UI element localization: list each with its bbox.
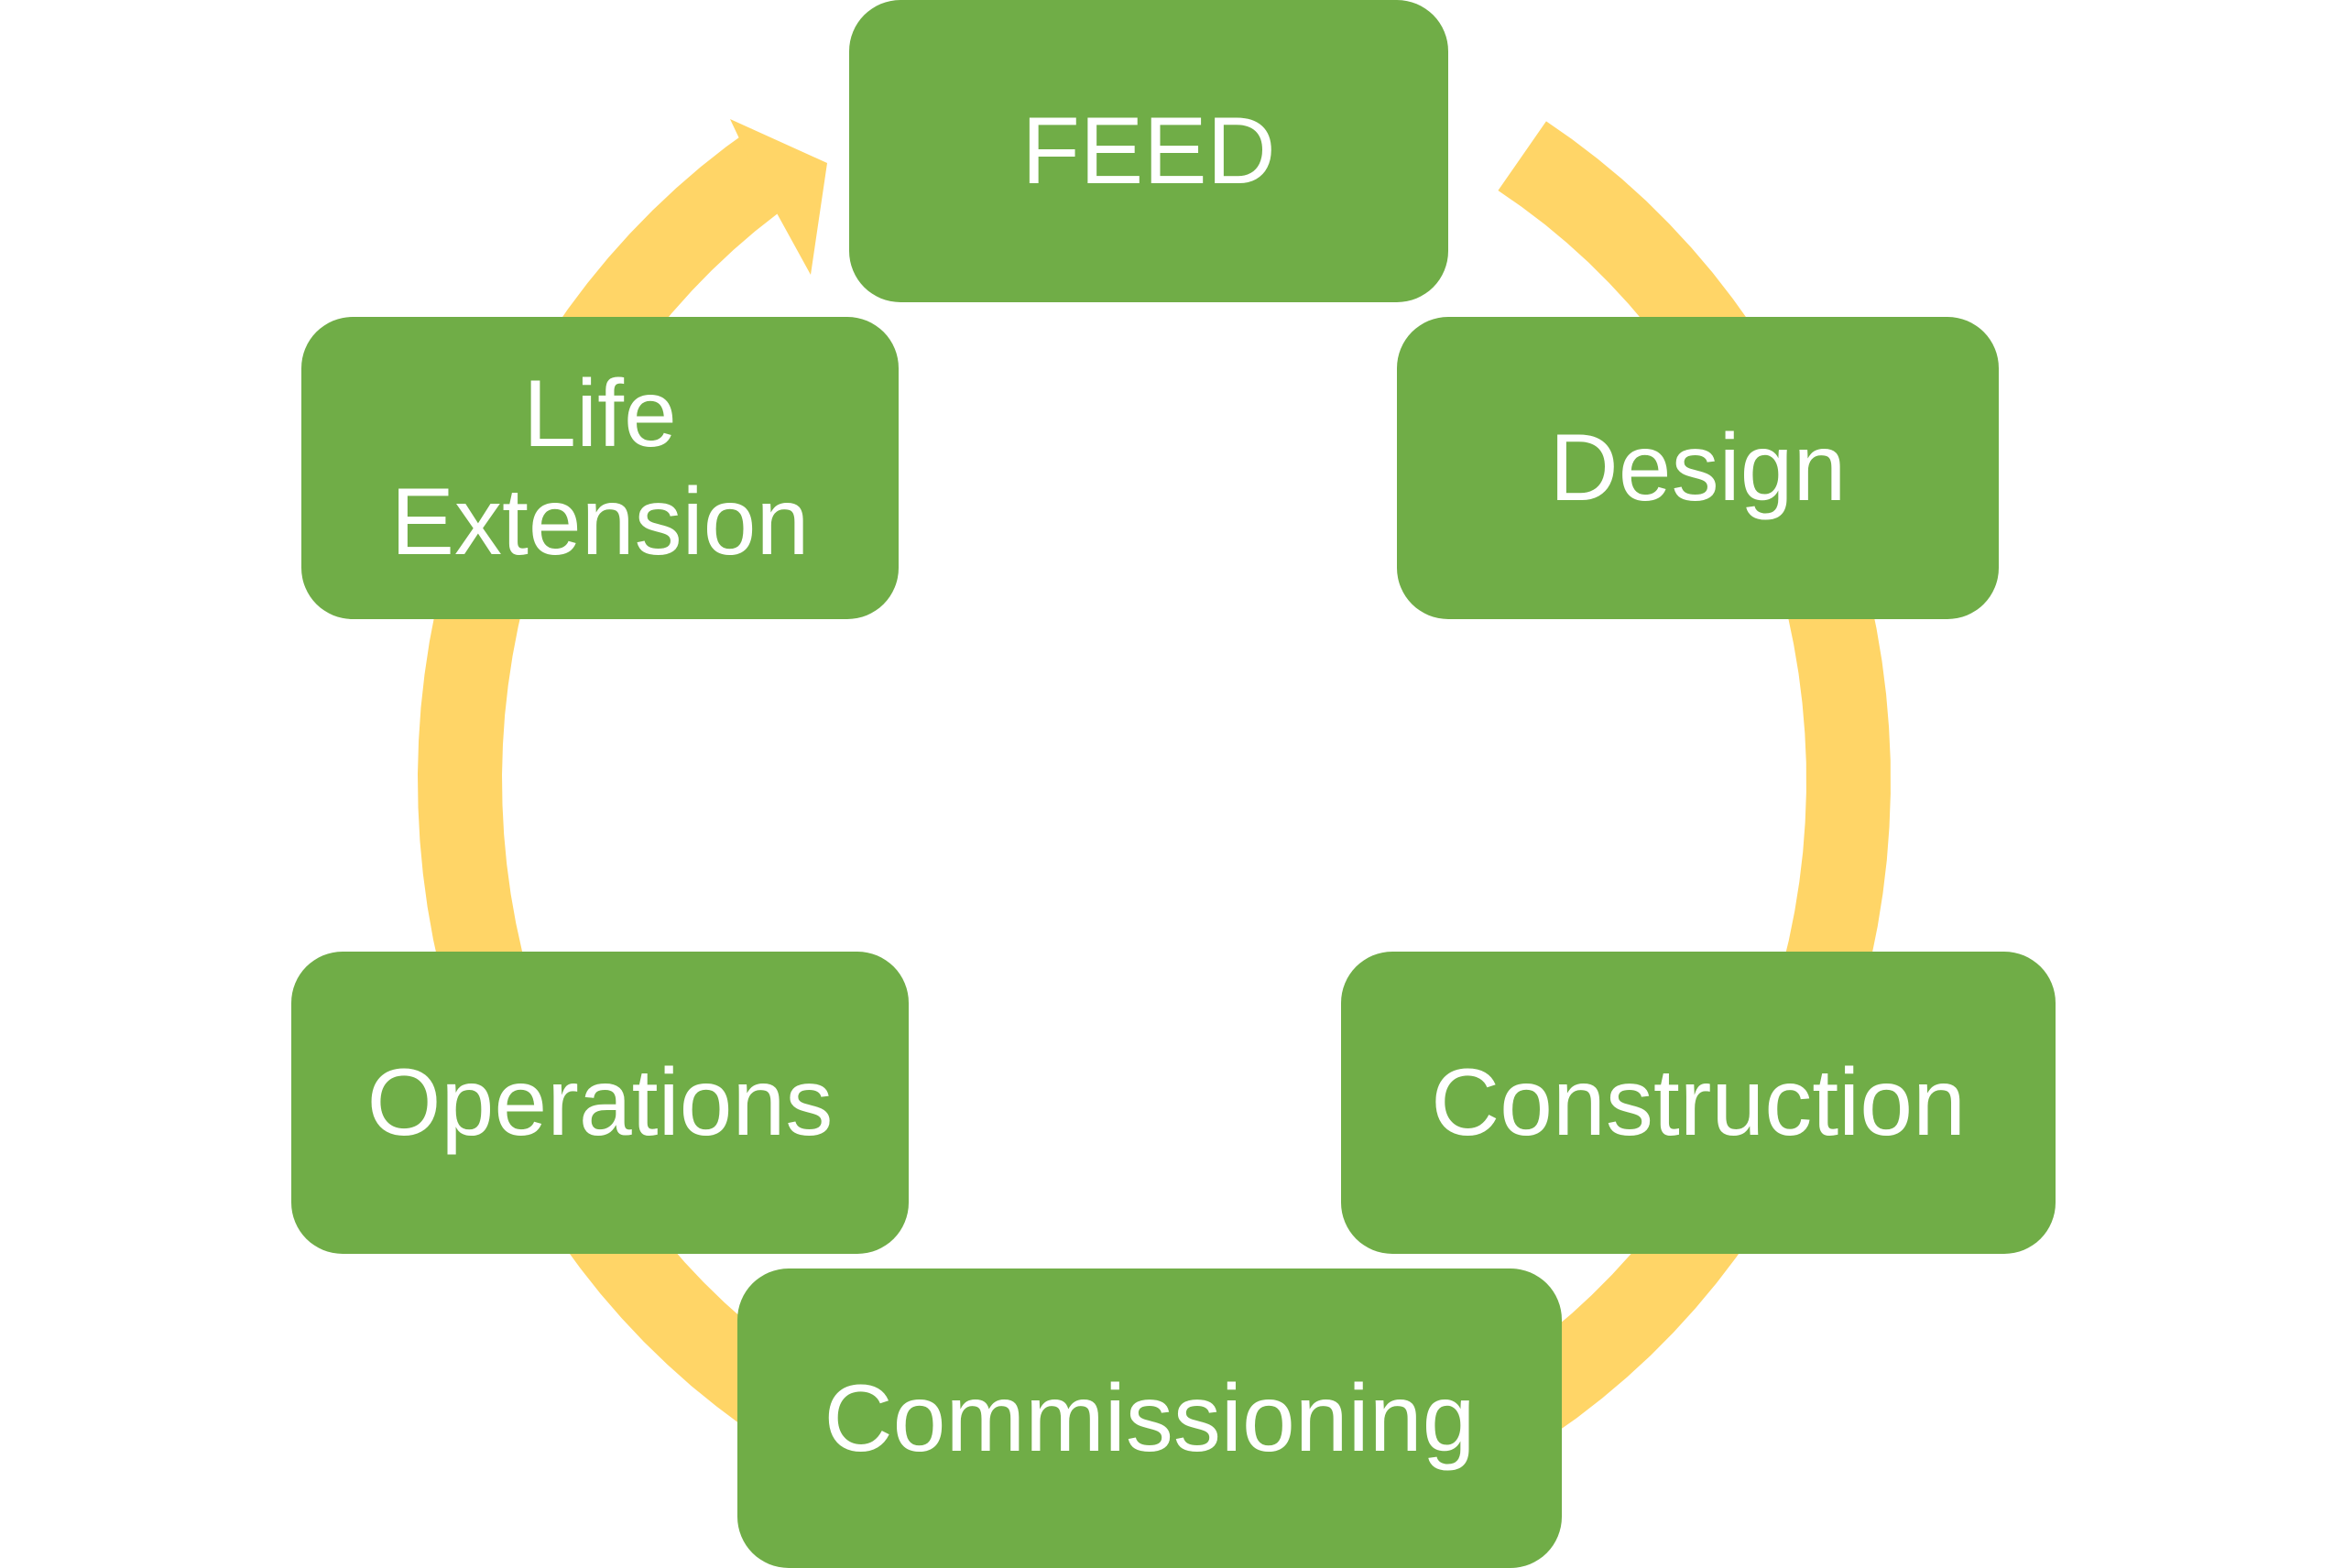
stage-label-construction: Construction: [1431, 1050, 1966, 1156]
stage-operations: Operations: [291, 952, 909, 1254]
cycle-arrowhead-icon: [730, 119, 827, 275]
stage-label-operations: Operations: [366, 1050, 834, 1156]
stage-label-commissioning: Commissioning: [823, 1365, 1476, 1472]
stage-feed: FEED: [849, 0, 1448, 302]
stage-design: Design: [1397, 317, 1999, 619]
stage-commissioning: Commissioning: [737, 1269, 1562, 1568]
stage-construction: Construction: [1341, 952, 2056, 1254]
stage-label-feed: FEED: [1021, 98, 1276, 204]
stage-life-extension: Life Extension: [301, 317, 899, 619]
stage-label-life-extension: Life Extension: [390, 361, 810, 575]
stage-label-design: Design: [1549, 415, 1847, 521]
